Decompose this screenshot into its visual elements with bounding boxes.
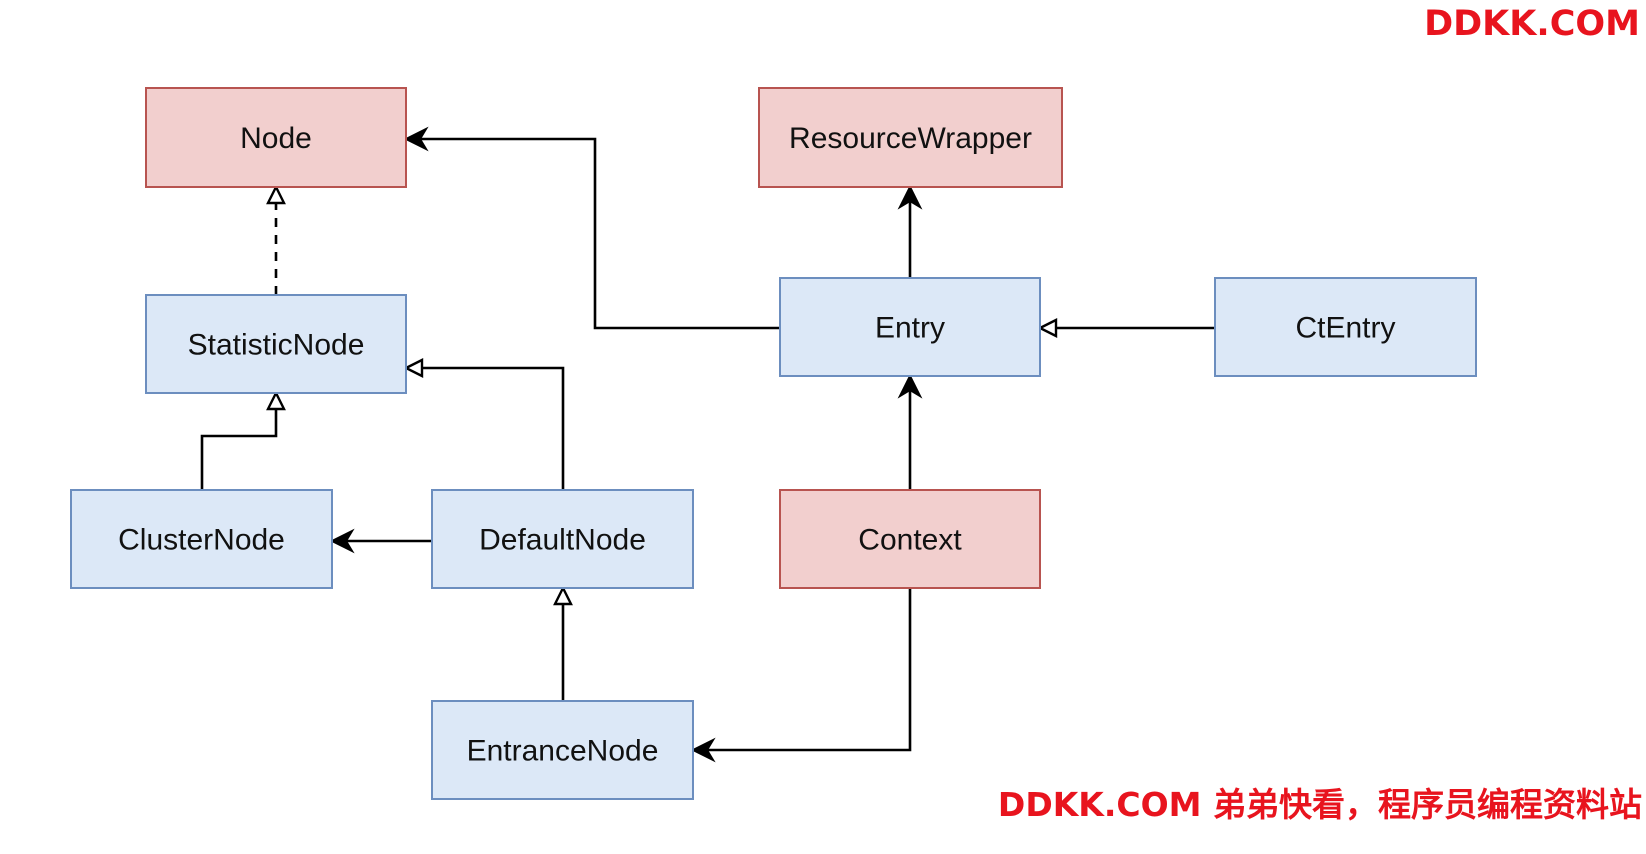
edge-line <box>422 366 565 490</box>
watermark-bottom: DDKK.COM 弟弟快看，程序员编程资料站 <box>997 785 1642 824</box>
node-box <box>779 489 1041 589</box>
filled-arrowhead <box>897 373 923 399</box>
node-resource-wrapper: ResourceWrapper <box>758 87 1063 188</box>
filled-arrowhead <box>403 126 429 152</box>
node-label: StatisticNode <box>188 329 365 362</box>
edges-layer <box>200 126 1215 763</box>
hollow-arrowhead <box>266 184 286 205</box>
hollow-arrowhead <box>553 585 573 606</box>
node-label: CtEntry <box>1295 312 1395 345</box>
node-ct-entry: CtEntry <box>1214 277 1477 377</box>
node-entrance-node: EntranceNode <box>431 700 694 800</box>
node-box <box>779 277 1041 377</box>
node-label: Node <box>240 122 312 155</box>
node-cluster-node: ClusterNode <box>70 489 333 589</box>
node-statistic-node: StatisticNode <box>145 294 407 394</box>
edge-line <box>200 409 278 490</box>
edge-context-to-entrance-node <box>690 588 912 763</box>
watermark-top: DDKK.COM <box>1424 4 1640 44</box>
edge-statistic-node-to-node <box>266 184 286 295</box>
node-box <box>431 700 694 800</box>
filled-arrowhead <box>329 528 355 554</box>
filled-arrowhead <box>690 737 716 763</box>
hollow-arrowhead <box>403 358 424 378</box>
node-entry: Entry <box>779 277 1041 377</box>
filled-arrowhead <box>897 184 923 210</box>
hollow-arrowhead <box>266 390 286 411</box>
edge-default-node-to-cluster-node <box>329 528 432 554</box>
edge-cluster-node-to-statistic-node <box>200 390 286 490</box>
edge-default-node-to-statistic-node <box>403 358 565 490</box>
node-default-node: DefaultNode <box>431 489 694 589</box>
node-node: Node <box>145 87 407 188</box>
node-label: EntranceNode <box>467 735 659 768</box>
edge-line <box>707 588 912 752</box>
node-label: Context <box>858 524 962 557</box>
edge-entry-to-node <box>403 126 780 330</box>
node-box <box>145 294 407 394</box>
node-box <box>1214 277 1477 377</box>
node-box <box>758 87 1063 188</box>
node-label: Entry <box>875 312 945 345</box>
edge-line <box>420 137 780 330</box>
node-box <box>70 489 333 589</box>
node-context: Context <box>779 489 1041 589</box>
node-box <box>431 489 694 589</box>
edge-entry-to-resource-wrapper <box>897 184 923 278</box>
edge-ct-entry-to-entry <box>1037 318 1215 338</box>
node-box <box>145 87 407 188</box>
hollow-arrowhead <box>1037 318 1058 338</box>
node-label: DefaultNode <box>479 524 646 557</box>
node-label: ResourceWrapper <box>789 122 1032 155</box>
edge-context-to-entry <box>897 373 923 490</box>
node-label: ClusterNode <box>118 524 285 557</box>
edge-entrance-node-to-default-node <box>553 585 573 701</box>
